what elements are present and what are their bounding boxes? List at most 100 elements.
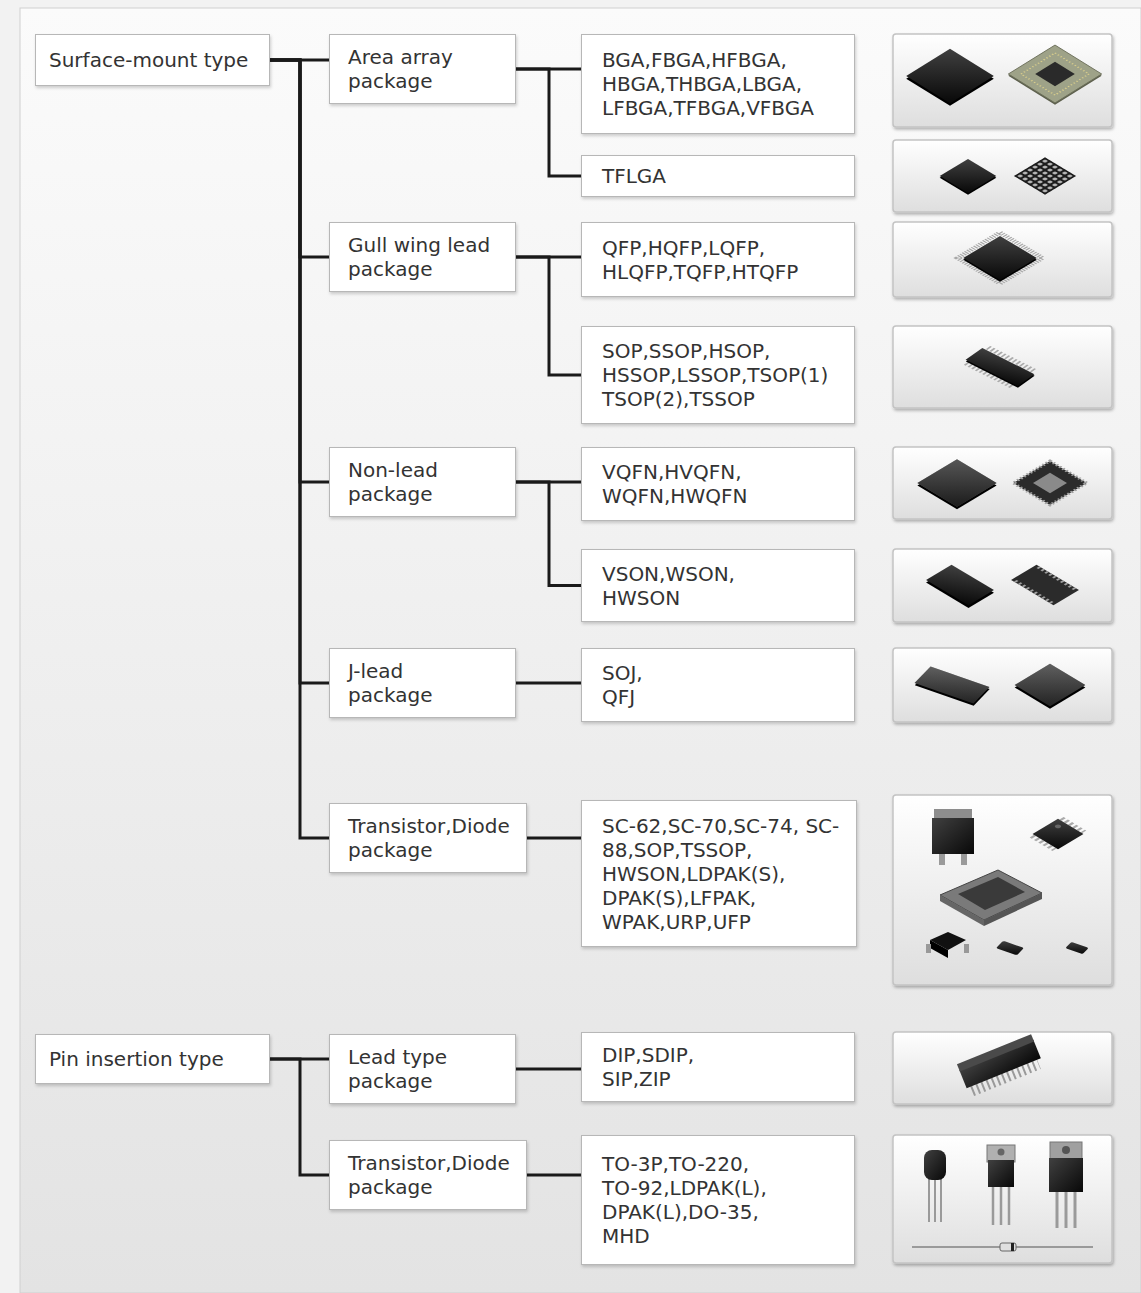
smd-transistor <box>926 809 1089 958</box>
picture-frame <box>893 34 1112 127</box>
smd-transistor <box>961 854 967 865</box>
through-hole-transistor <box>924 1142 1083 1228</box>
son-chip <box>1011 565 1079 606</box>
smd-transistor <box>926 944 931 953</box>
picture-frame <box>893 34 1112 1263</box>
picture-frame <box>893 326 1112 408</box>
smd-transistor <box>939 854 945 865</box>
son-chip <box>924 565 996 608</box>
package-box: J-lead package <box>329 648 516 718</box>
bga-chip <box>1007 45 1103 105</box>
through-hole-transistor <box>1000 1184 1003 1225</box>
smd-transistor <box>1054 824 1062 829</box>
node-label: QFP,HQFP,LQFP, HLQFP,TQFP,HTQFP <box>602 236 801 284</box>
package-box: Gull wing lead package <box>329 222 516 292</box>
node-label: VQFN,HVQFN, WQFN,HWQFN <box>602 460 750 508</box>
package-box: TFLGA <box>581 155 855 197</box>
bga-chip <box>906 49 994 103</box>
j-lead-chip <box>913 664 1087 709</box>
qfp-chip <box>963 236 1037 280</box>
package-box: Area array package <box>329 34 516 104</box>
package-box: BGA,FBGA,HFBGA, HBGA,THBGA,LBGA, LFBGA,T… <box>581 34 855 134</box>
package-box: Transistor,Diode package <box>329 1140 527 1210</box>
package-box: Transistor,Diode package <box>329 803 527 873</box>
smd-transistor <box>1030 817 1085 850</box>
picture-frame <box>893 795 1112 985</box>
package-box: QFP,HQFP,LQFP, HLQFP,TQFP,HTQFP <box>581 222 855 297</box>
package-box: Surface-mount type <box>35 34 270 86</box>
qfn-chip <box>1013 461 1087 505</box>
node-label: TO-3P,TO-220, TO-92,LDPAK(L), DPAK(L),DO… <box>602 1152 769 1248</box>
package-box: Non-lead package <box>329 447 516 517</box>
sop-chip <box>966 348 1035 386</box>
son-chip <box>1015 581 1052 603</box>
tree-connector <box>527 1174 581 1177</box>
background-panel <box>20 8 1141 1293</box>
smd-transistor <box>1065 942 1088 954</box>
through-hole-transistor <box>929 1176 941 1222</box>
through-hole-transistor <box>1065 1190 1068 1228</box>
picture-frame <box>893 648 1112 722</box>
node-label: SOP,SSOP,HSOP, HSSOP,LSSOP,TSOP(1) TSOP(… <box>602 339 831 411</box>
through-hole-transistor <box>928 1176 930 1222</box>
tree-connector <box>527 837 581 840</box>
smd-transistor <box>940 895 984 926</box>
through-hole-transistor <box>992 1184 995 1225</box>
smd-transistor <box>1033 819 1084 850</box>
node-label: J-lead package <box>348 659 435 707</box>
son-chip <box>924 565 1079 608</box>
bga-chip <box>904 49 996 106</box>
node-label: Transistor,Diode package <box>348 814 512 862</box>
tree-connector <box>270 1059 329 1175</box>
node-label: SC-62,SC-70,SC-74, SC-88,SOP,TSSOP, HWSO… <box>602 814 842 934</box>
picture-frame <box>893 447 1112 519</box>
node-label: Surface-mount type <box>49 48 251 72</box>
smd-transistor <box>964 944 969 953</box>
bga-chip <box>1021 53 1089 95</box>
picture-frame <box>893 222 1112 297</box>
tree-connector <box>516 69 581 176</box>
tree-connector <box>516 682 581 685</box>
through-hole-transistor <box>1049 1158 1083 1192</box>
smd-transistor <box>996 941 1024 955</box>
package-box: Pin insertion type <box>35 1034 270 1084</box>
node-label: Area array package <box>348 45 455 93</box>
node-label: BGA,FBGA,HFBGA, HBGA,THBGA,LBGA, LFBGA,T… <box>602 48 816 120</box>
package-box: SC-62,SC-70,SC-74, SC-88,SOP,TSSOP, HWSO… <box>581 800 857 947</box>
smd-transistor <box>958 877 1025 910</box>
tree-connector <box>270 60 329 838</box>
sop-chip <box>963 346 1038 389</box>
through-hole-transistor <box>924 1150 946 1180</box>
through-hole-transistor <box>1056 1190 1059 1228</box>
j-lead-chip <box>1015 664 1086 706</box>
axial-diode <box>1000 1243 1016 1251</box>
package-box: SOP,SSOP,HSOP, HSSOP,LSSOP,TSOP(1) TSOP(… <box>581 326 855 424</box>
j-lead-chip <box>1013 664 1088 709</box>
through-hole-transistor <box>1074 1190 1077 1228</box>
node-label: Pin insertion type <box>49 1047 226 1071</box>
son-chip <box>1038 567 1075 589</box>
bga-chip <box>1035 62 1075 87</box>
lga-chip <box>1014 157 1076 194</box>
lga-chip <box>938 159 997 195</box>
qfp-chip <box>958 233 1043 284</box>
node-label: Non-lead package <box>348 458 440 506</box>
qfn-chip <box>915 459 998 509</box>
smd-transistor <box>940 870 1042 920</box>
axial-diode <box>1011 1243 1014 1251</box>
j-lead-chip <box>913 666 991 705</box>
through-hole-transistor <box>934 1176 936 1222</box>
bga-chip <box>904 45 1103 106</box>
node-label: Transistor,Diode package <box>348 1151 512 1199</box>
son-chip <box>1011 565 1079 606</box>
node-label: TFLGA <box>602 164 669 188</box>
lga-chip <box>938 157 1076 194</box>
lga-chip <box>1014 157 1076 194</box>
package-box: TO-3P,TO-220, TO-92,LDPAK(L), DPAK(L),DO… <box>581 1135 855 1265</box>
smd-transistor <box>1065 942 1088 954</box>
smd-transistor <box>996 941 1024 955</box>
